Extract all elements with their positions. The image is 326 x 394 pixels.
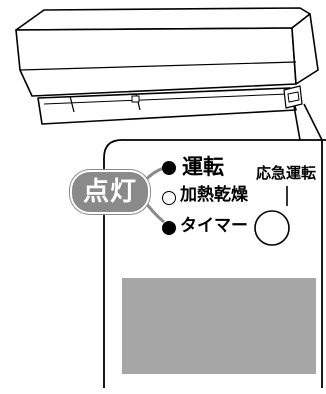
aircon-unit xyxy=(15,7,319,125)
unit-front-face xyxy=(15,27,297,97)
emergency-label: 応急運転 xyxy=(256,164,317,182)
emergency-button xyxy=(254,210,290,246)
display-area xyxy=(122,278,316,374)
louver-flap xyxy=(37,87,297,125)
lit-badge-label: 点灯 xyxy=(82,177,137,207)
louver-inner-line xyxy=(43,93,289,105)
lamp-unten-label: 運転 xyxy=(182,155,224,179)
outlet-detail xyxy=(283,85,303,109)
louver-hinge-left xyxy=(69,95,75,113)
lamp-unten-indicator xyxy=(162,161,176,175)
lamp-kanetsu-indicator xyxy=(162,191,176,205)
unit-top-face xyxy=(15,7,311,31)
unit-right-face xyxy=(291,13,319,85)
lamp-kanetsu-label: 加熱乾燥 xyxy=(180,185,248,205)
louver-clip xyxy=(131,95,140,103)
lamp-timer-indicator xyxy=(162,221,176,235)
panel-outline xyxy=(103,139,326,388)
lit-badge: 点灯 xyxy=(70,170,150,214)
outlet-detail-line xyxy=(287,91,300,103)
unit-seam xyxy=(19,61,297,71)
lamp-timer-label: タイマー xyxy=(180,216,248,236)
callout-leader xyxy=(293,103,323,141)
